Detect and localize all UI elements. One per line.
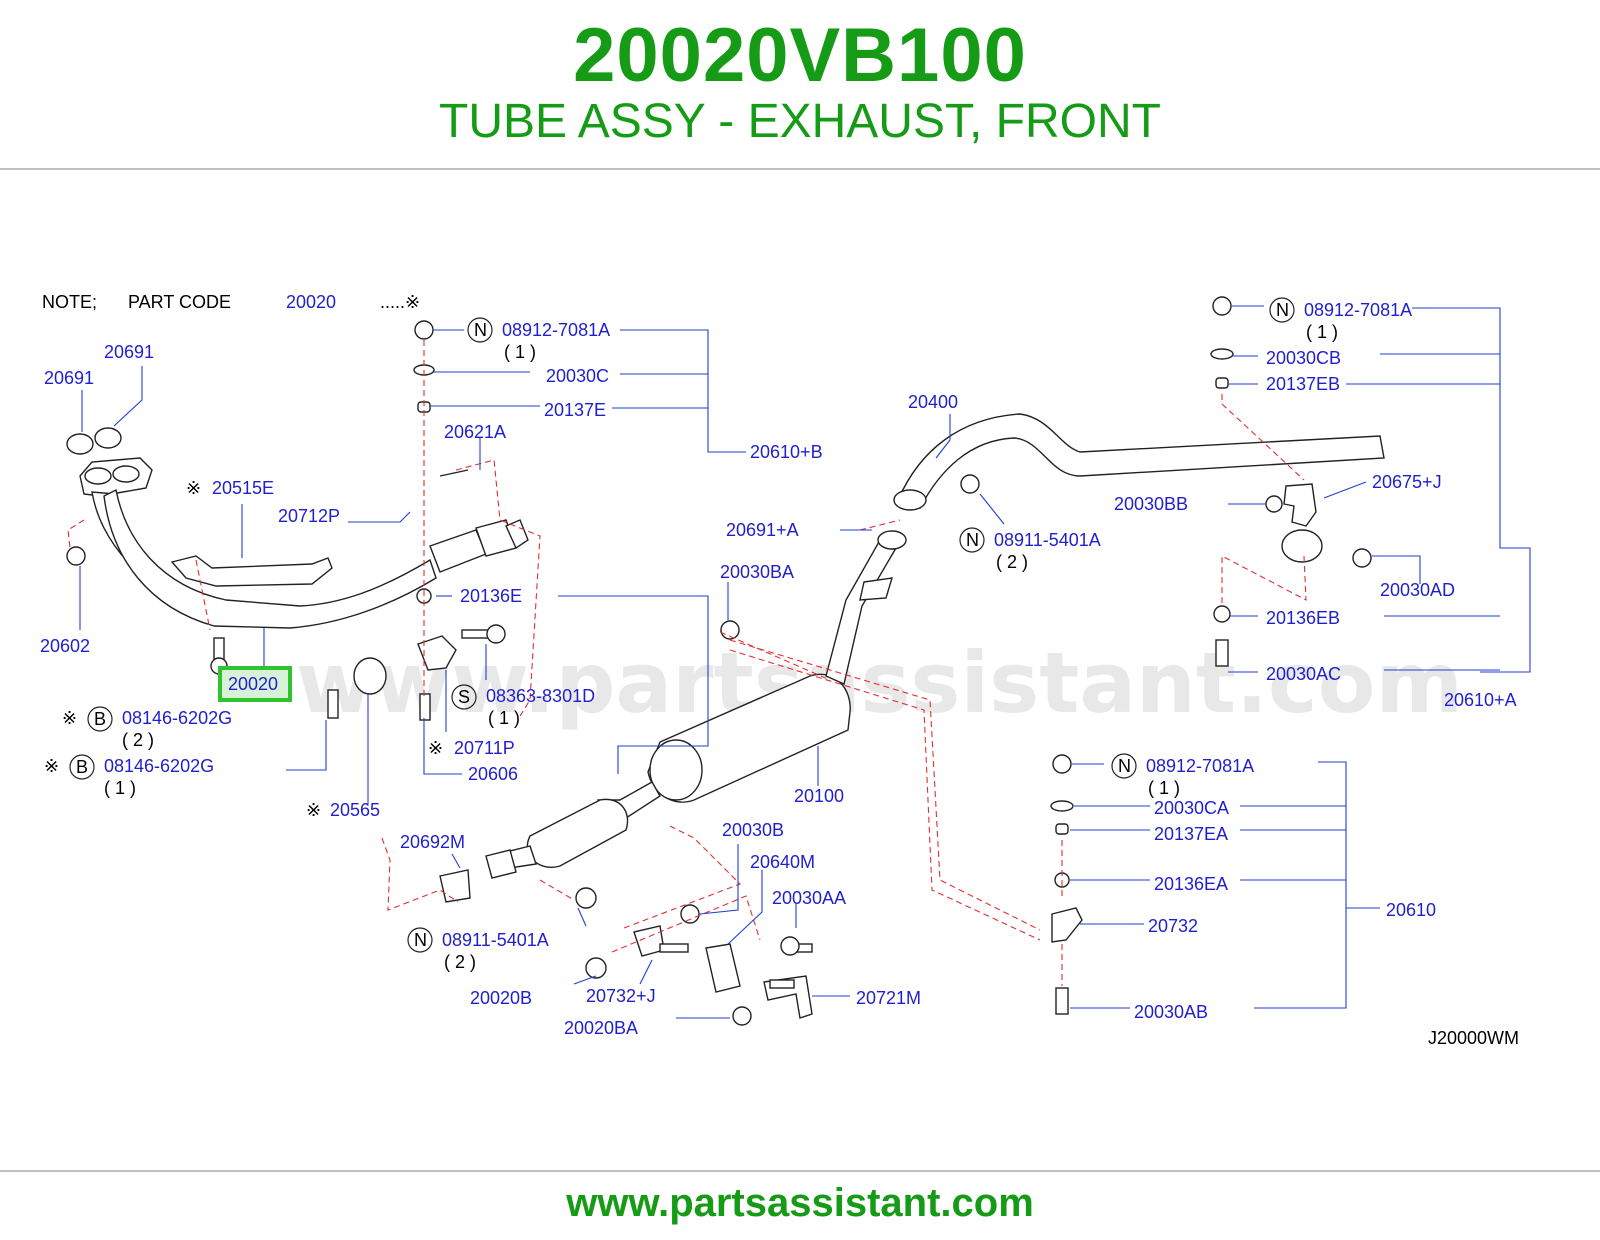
- label-20136EB[interactable]: 20136EB: [1266, 608, 1340, 628]
- label-08911-5401A-left[interactable]: 08911-5401A: [442, 930, 549, 950]
- hardware-shapes: [66, 296, 1372, 1026]
- diagram-code: J20000WM: [1428, 1028, 1519, 1048]
- label-08146-6202G-2[interactable]: 08146-6202G: [122, 708, 232, 728]
- label-20691-A[interactable]: 20691+A: [726, 520, 799, 540]
- label-20692M[interactable]: 20692M: [400, 832, 465, 852]
- label-20565[interactable]: 20565: [330, 800, 380, 820]
- n-circle-icon: [1111, 753, 1137, 779]
- label-20721M[interactable]: 20721M: [856, 988, 921, 1008]
- n-circle-icon: [1269, 297, 1295, 323]
- n-symbol: N: [414, 930, 427, 950]
- n-circle-icon: [959, 527, 985, 553]
- main-muffler-shape: [485, 539, 897, 879]
- qty-08912-7081A-left: ( 1 ): [504, 342, 536, 362]
- label-08912-7081A-upper-right[interactable]: 08912-7081A: [1304, 300, 1412, 320]
- n-symbol: N: [1276, 300, 1289, 320]
- label-20515E[interactable]: 20515E: [212, 478, 274, 498]
- note-part-code-label: PART CODE: [128, 292, 231, 312]
- watermark: www.partsassistant.com: [296, 634, 1463, 732]
- label-20732-J[interactable]: 20732+J: [586, 986, 656, 1006]
- n-symbol: N: [966, 530, 979, 550]
- n-symbol: N: [1118, 756, 1131, 776]
- label-20137EB[interactable]: 20137EB: [1266, 374, 1340, 394]
- label-20640M[interactable]: 20640M: [750, 852, 815, 872]
- note-code: 20020: [286, 292, 336, 312]
- label-20030BA[interactable]: 20030BA: [720, 562, 794, 582]
- label-20606[interactable]: 20606: [468, 764, 518, 784]
- mark-symbol: ※: [44, 756, 59, 776]
- label-20030AC[interactable]: 20030AC: [1266, 664, 1341, 684]
- label-20712P[interactable]: 20712P: [278, 506, 340, 526]
- label-08146-6202G-1[interactable]: 08146-6202G: [104, 756, 214, 776]
- label-20400[interactable]: 20400: [908, 392, 958, 412]
- label-20030CB[interactable]: 20030CB: [1266, 348, 1341, 368]
- label-20732[interactable]: 20732: [1148, 916, 1198, 936]
- label-20020[interactable]: 20020: [228, 674, 278, 694]
- label-20030BB[interactable]: 20030BB: [1114, 494, 1188, 514]
- label-20602[interactable]: 20602: [40, 636, 90, 656]
- qty-08146-6202G-2: ( 2 ): [122, 730, 154, 750]
- label-20136EA[interactable]: 20136EA: [1154, 874, 1228, 894]
- qty-08146-6202G-1: ( 1 ): [104, 778, 136, 798]
- part-labels: 20691 20691 ※ 20515E 20712P 20602 20020 …: [40, 297, 1519, 1048]
- label-20691-a[interactable]: 20691: [44, 368, 94, 388]
- label-08912-7081A-lower-right[interactable]: 08912-7081A: [1146, 756, 1254, 776]
- part-name-subtitle: TUBE ASSY - EXHAUST, FRONT: [439, 95, 1161, 148]
- mark-symbol: ※: [428, 738, 443, 758]
- footer-divider: [0, 1170, 1600, 1172]
- label-20020BA[interactable]: 20020BA: [564, 1018, 638, 1038]
- label-08363-8301D[interactable]: 08363-8301D: [486, 686, 595, 706]
- exhaust-diagram: www.partsassistant.com NOTE; PART CODE 2…: [40, 292, 1531, 1048]
- qty-08911-5401A-right: ( 2 ): [996, 552, 1028, 572]
- label-08912-7081A-left[interactable]: 08912-7081A: [502, 320, 610, 340]
- leader-lines: [79, 305, 1531, 1019]
- label-20030B[interactable]: 20030B: [722, 820, 784, 840]
- label-20610[interactable]: 20610: [1386, 900, 1436, 920]
- label-20610-A[interactable]: 20610+A: [1444, 690, 1517, 710]
- front-tube-shape: [79, 457, 529, 629]
- n-symbol: N: [474, 320, 487, 340]
- qty-08912-7081A-lower-right: ( 1 ): [1148, 778, 1180, 798]
- highlight-box-20020[interactable]: [218, 666, 292, 702]
- n-circle-icon: [407, 927, 433, 953]
- qty-08363-8301D: ( 1 ): [488, 708, 520, 728]
- label-20030C[interactable]: 20030C: [546, 366, 609, 386]
- label-20100[interactable]: 20100: [794, 786, 844, 806]
- label-20030AD[interactable]: 20030AD: [1380, 580, 1455, 600]
- s-circle-icon: [451, 684, 477, 710]
- part-number-title: 20020VB100: [573, 13, 1027, 98]
- s-symbol: S: [458, 687, 470, 707]
- n-circle-icon: [467, 317, 493, 343]
- label-20030CA[interactable]: 20030CA: [1154, 798, 1229, 818]
- label-20136E[interactable]: 20136E: [460, 586, 522, 606]
- mark-symbol: ※: [306, 800, 321, 820]
- label-20711P[interactable]: 20711P: [454, 738, 515, 758]
- mark-symbol: ※: [62, 708, 77, 728]
- mark-symbol: ※: [186, 478, 201, 498]
- alignment-dashes: [67, 340, 1307, 986]
- tail-pipe-shape: [879, 413, 1385, 550]
- b-symbol: B: [76, 757, 88, 777]
- footer-site-link[interactable]: www.partsassistant.com: [566, 1181, 1034, 1225]
- label-20610-B[interactable]: 20610+B: [750, 442, 823, 462]
- qty-08912-7081A-upper-right: ( 1 ): [1306, 322, 1338, 342]
- label-20621A[interactable]: 20621A: [444, 422, 506, 442]
- b-circle-icon: [87, 706, 113, 732]
- label-20020B[interactable]: 20020B: [470, 988, 532, 1008]
- label-20137E[interactable]: 20137E: [544, 400, 606, 420]
- label-08911-5401A-right[interactable]: 08911-5401A: [994, 530, 1101, 550]
- header-divider: [0, 168, 1600, 170]
- label-20691-b[interactable]: 20691: [104, 342, 154, 362]
- label-20030AB[interactable]: 20030AB: [1134, 1002, 1208, 1022]
- label-20137EA[interactable]: 20137EA: [1154, 824, 1228, 844]
- label-20030AA[interactable]: 20030AA: [772, 888, 846, 908]
- page-header: 20020VB100 TUBE ASSY - EXHAUST, FRONT: [0, 0, 1600, 168]
- qty-08911-5401A-left: ( 2 ): [444, 952, 476, 972]
- b-symbol: B: [94, 709, 106, 729]
- note-label: NOTE;: [42, 292, 97, 312]
- note-marker: .....※: [380, 292, 420, 312]
- b-circle-icon: [69, 754, 95, 780]
- label-20675-J[interactable]: 20675+J: [1372, 472, 1442, 492]
